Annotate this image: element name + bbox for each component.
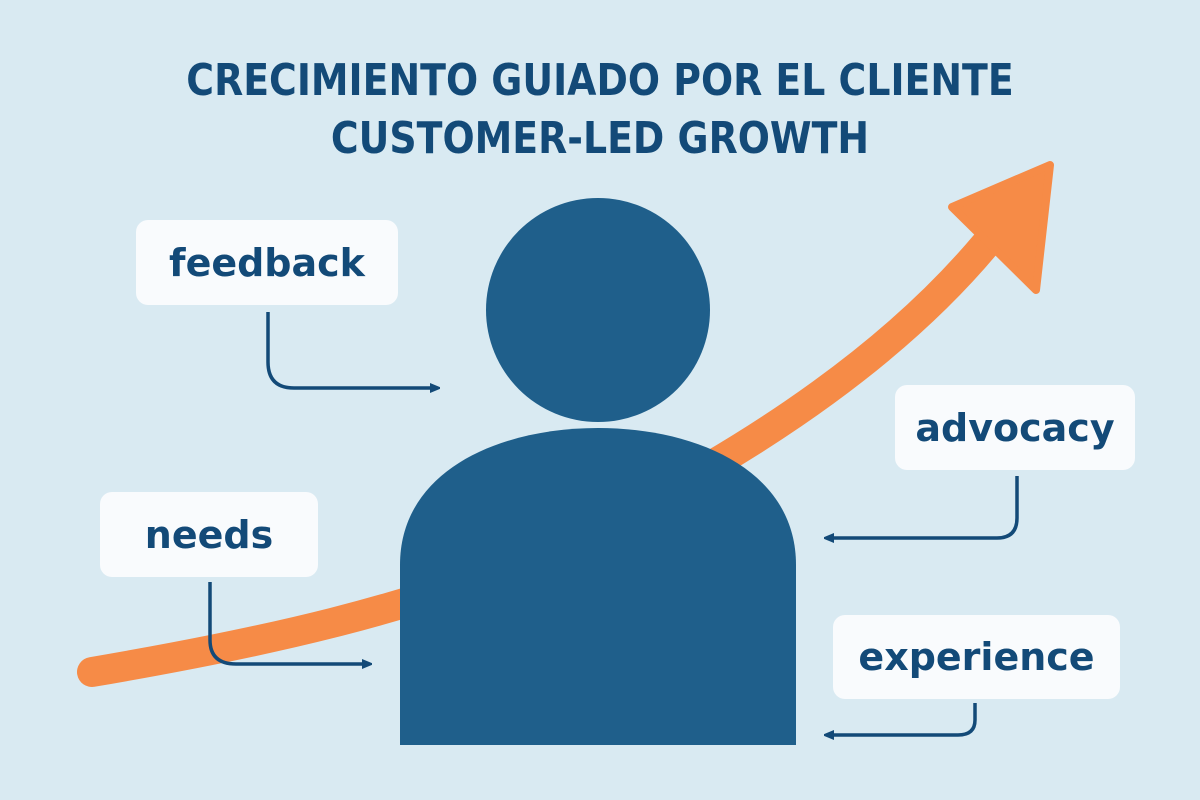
person-icon	[400, 198, 796, 745]
label-advocacy: advocacy	[895, 385, 1135, 470]
person-body	[400, 428, 796, 745]
feedback-connector-arrow-icon	[266, 312, 436, 388]
page-title: CRECIMIENTO GUIADO POR EL CLIENTE CUSTOM…	[84, 52, 1116, 168]
title-line-spanish: CRECIMIENTO GUIADO POR EL CLIENTE	[186, 55, 1014, 106]
label-needs: needs	[100, 492, 318, 577]
needs-connector-arrow-icon	[208, 582, 368, 664]
label-feedback: feedback	[136, 220, 398, 305]
label-experience: experience	[833, 615, 1120, 699]
label-needs-text: needs	[144, 512, 274, 557]
advocacy-connector-arrow-icon	[828, 476, 1019, 538]
label-feedback-text: feedback	[169, 240, 365, 285]
person-head	[486, 198, 710, 422]
label-advocacy-text: advocacy	[915, 405, 1115, 450]
label-experience-text: experience	[858, 635, 1095, 679]
experience-connector-arrow-icon	[828, 703, 977, 735]
title-line-english: CUSTOMER-LED GROWTH	[330, 113, 870, 164]
